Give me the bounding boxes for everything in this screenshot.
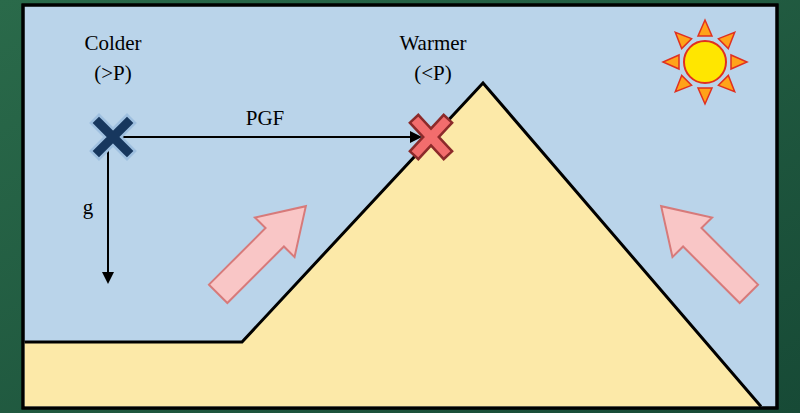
gravity-arrow xyxy=(107,137,109,282)
text-label: (<P) xyxy=(414,62,452,85)
cold-point-marker xyxy=(99,123,127,151)
upslope-arrow xyxy=(641,186,768,313)
text-label: Warmer xyxy=(399,32,466,55)
text-label: Colder xyxy=(84,32,141,55)
pgf-arrow xyxy=(113,136,420,138)
sun-ray xyxy=(675,32,691,48)
upslope-arrow xyxy=(198,186,325,313)
sun-ray xyxy=(698,20,712,36)
text-label: PGF xyxy=(246,107,285,130)
sun-ray xyxy=(698,88,712,104)
sun-icon xyxy=(663,20,747,104)
panel-border xyxy=(23,5,777,408)
sky-panel xyxy=(23,5,777,408)
mountain-ground xyxy=(25,83,762,407)
sun-ray xyxy=(718,75,734,91)
sun-ray xyxy=(675,75,691,91)
ground-outline xyxy=(25,83,762,407)
text-label: g xyxy=(83,196,94,219)
warm-point-marker xyxy=(418,123,444,151)
sun-ray xyxy=(663,55,679,69)
text-label: (>P) xyxy=(94,62,132,85)
sun-ray xyxy=(718,32,734,48)
sun-ray xyxy=(731,55,747,69)
